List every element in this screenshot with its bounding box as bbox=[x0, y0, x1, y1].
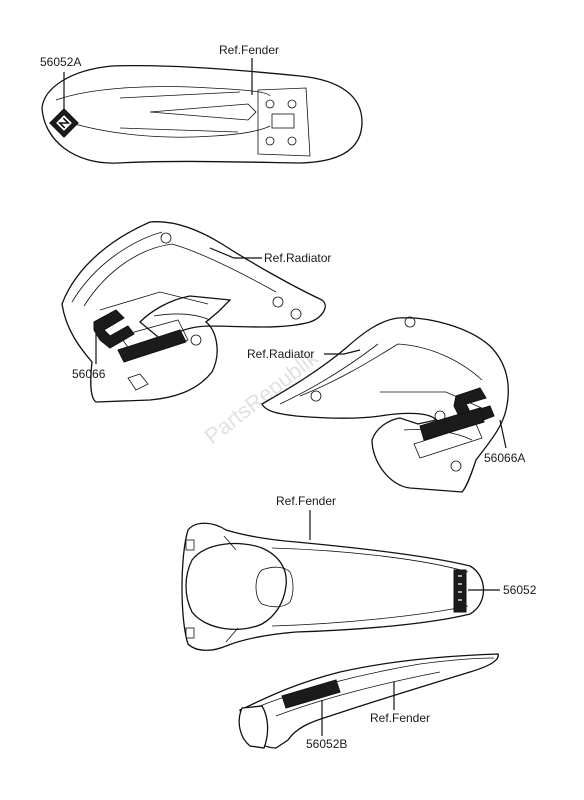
leader-right-radiator-ref bbox=[324, 349, 361, 355]
label-left-radiator-ref: Ref.Radiator bbox=[264, 251, 331, 265]
side-panel bbox=[238, 653, 499, 749]
suzuki-text-decal-rear bbox=[453, 569, 467, 613]
label-56052A: 56052A bbox=[40, 55, 81, 69]
label-56052: 56052 bbox=[503, 583, 537, 597]
right-radiator-shroud bbox=[261, 316, 509, 493]
model-graphic-decal-side bbox=[281, 679, 341, 709]
leader-56066A bbox=[499, 419, 507, 449]
suzuki-logo-decal-front bbox=[49, 108, 79, 138]
label-56066A: 56066A bbox=[484, 451, 525, 465]
label-56066: 56066 bbox=[72, 367, 106, 381]
leader-left-radiator-ref bbox=[209, 247, 262, 259]
label-56052B: 56052B bbox=[306, 737, 347, 751]
label-side-panel-ref: Ref.Fender bbox=[370, 711, 430, 725]
model-graphic-decal-right bbox=[419, 407, 485, 441]
label-rear-fender-ref: Ref.Fender bbox=[276, 494, 336, 508]
suzuki-s-decal-left bbox=[93, 309, 135, 349]
label-front-fender-ref: Ref.Fender bbox=[219, 43, 279, 57]
model-graphic-decal-left bbox=[117, 329, 187, 363]
rear-fender bbox=[181, 522, 484, 651]
label-right-radiator-ref: Ref.Radiator bbox=[247, 347, 314, 361]
front-fender bbox=[41, 64, 363, 164]
